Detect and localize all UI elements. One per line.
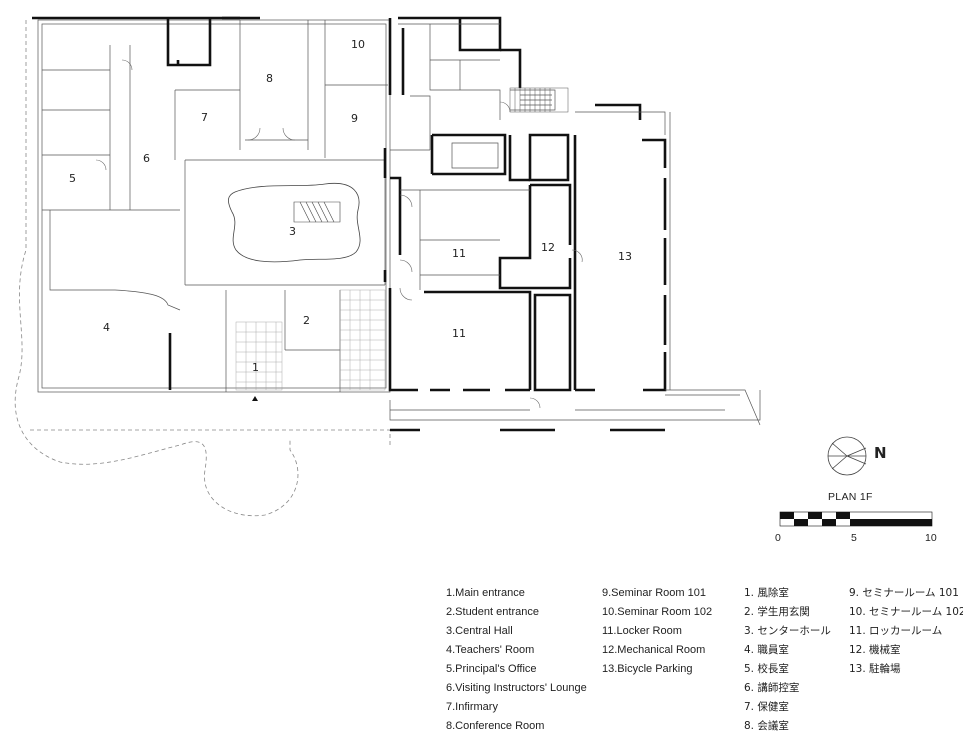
legend-item: 9.Seminar Room 101	[602, 587, 706, 599]
legend-item: 7. 保健室	[744, 701, 789, 713]
legend-item: 8.Conference Room	[446, 720, 545, 732]
entrance-grid	[235, 289, 386, 391]
room-number: 5	[69, 172, 76, 185]
legend-item: 10.Seminar Room 102	[602, 606, 713, 618]
legend-item: 10. セミナールーム 102	[849, 606, 963, 618]
legend-item: 2.Student entrance	[446, 606, 539, 618]
walls-thick	[32, 16, 392, 390]
legend-item: 4.Teachers' Room	[446, 644, 535, 656]
legend-item: 4. 職員室	[744, 644, 789, 656]
legend-item: 1. 風除室	[744, 587, 789, 599]
room-number: 8	[266, 72, 273, 85]
legend-item: 9. セミナールーム 101	[849, 587, 959, 599]
floor-plan-drawing: 1 2 3 4 5 6 7 8 9 10 11 11 12 13	[14, 16, 933, 527]
legend-item: 5. 校長室	[744, 663, 789, 675]
room-number: 13	[618, 250, 632, 263]
room-number: 2	[303, 314, 310, 327]
site-outline	[14, 20, 391, 517]
legend-item: 11. ロッカールーム	[849, 625, 943, 637]
room-labels: 1 2 3 4 5 6 7 8 9 10 11 11 12 13	[69, 38, 632, 374]
scale-tick-10: 10	[925, 532, 937, 544]
room-number: 10	[351, 38, 365, 51]
central-hall-skylight	[228, 182, 361, 263]
scale-bar	[779, 511, 933, 527]
legend-en-col2: 9.Seminar Room 101 10.Seminar Room 102 1…	[602, 584, 712, 679]
legend-item: 7.Infirmary	[446, 701, 498, 713]
legend-item: 12.Mechanical Room	[602, 644, 706, 656]
walls-right	[383, 16, 667, 432]
plan-title: PLAN 1F	[828, 491, 873, 503]
legend-item: 6.Visiting Instructors' Lounge	[446, 682, 587, 694]
central-stair	[293, 201, 341, 223]
legend-en-col1: 1.Main entrance 2.Student entrance 3.Cen…	[446, 584, 587, 736]
north-arrow	[827, 436, 867, 476]
room-number: 3	[289, 225, 296, 238]
legend-item: 2. 学生用玄関	[744, 606, 810, 618]
legend-item: 13.Bicycle Parking	[602, 663, 693, 675]
legend-jp-col1: 1. 風除室 2. 学生用玄関 3. センターホール 4. 職員室 5. 校長室…	[744, 584, 831, 736]
scale-tick-0: 0	[775, 532, 781, 544]
legend-item: 11.Locker Room	[602, 625, 682, 637]
room-number: 11	[452, 327, 466, 340]
building-thin-lines	[37, 19, 391, 393]
room-number: 12	[541, 241, 555, 254]
legend-item: 3.Central Hall	[446, 625, 513, 637]
north-label: N	[874, 444, 887, 462]
legend-item: 6. 講師控室	[744, 682, 800, 694]
legend-item: 8. 会議室	[744, 720, 789, 732]
room-number: 4	[103, 321, 110, 334]
room-number: 1	[252, 361, 259, 374]
legend-item: 5.Principal's Office	[446, 663, 537, 675]
right-thin-lines	[389, 23, 761, 426]
room-number: 9	[351, 112, 358, 125]
legend-item: 12. 機械室	[849, 644, 901, 656]
room-number: 11	[452, 247, 466, 260]
scale-tick-5: 5	[851, 532, 857, 544]
legend-item: 1.Main entrance	[446, 587, 525, 599]
legend-item: 3. センターホール	[744, 625, 831, 637]
exterior-stair	[509, 87, 569, 113]
legend-jp-col2: 9. セミナールーム 101 10. セミナールーム 102 11. ロッカール…	[849, 584, 963, 679]
legend-item: 13. 駐輪場	[849, 663, 901, 675]
room-number: 7	[201, 111, 208, 124]
room-number: 6	[143, 152, 150, 165]
entrance-marker	[252, 396, 258, 401]
